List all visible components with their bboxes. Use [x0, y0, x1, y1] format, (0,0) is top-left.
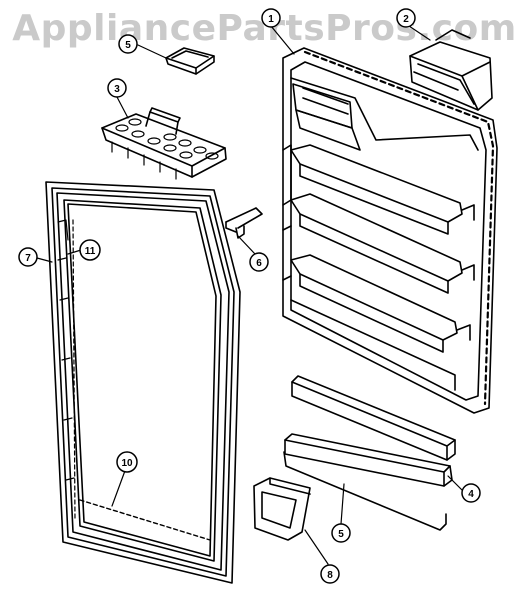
callout-7: 7	[18, 247, 38, 267]
callout-2-label: 2	[403, 14, 409, 25]
callout-4-label: 4	[468, 489, 474, 500]
callout-11: 11	[79, 239, 101, 261]
callout-3-label: 3	[114, 84, 120, 95]
callout-5-bottom-label: 5	[338, 529, 344, 540]
callout-5-top: 5	[118, 34, 138, 54]
door-liner	[282, 47, 498, 414]
egg-tray	[101, 107, 227, 180]
callout-10-label: 10	[121, 458, 133, 469]
door-gasket	[45, 181, 241, 584]
callout-5-top-label: 5	[125, 40, 131, 51]
door-rail-middle	[284, 433, 453, 487]
callout-6: 6	[249, 252, 269, 272]
callout-3: 3	[107, 78, 127, 98]
callout-8: 8	[320, 564, 340, 584]
callout-4: 4	[461, 483, 481, 503]
callout-7-label: 7	[25, 253, 31, 264]
callout-6-label: 6	[256, 258, 262, 269]
shelf-bracket	[225, 207, 263, 239]
callout-10: 10	[116, 451, 138, 473]
callout-11-label: 11	[85, 246, 96, 257]
callout-1-label: 1	[268, 14, 274, 25]
leader-lines	[36, 23, 463, 565]
dairy-door	[409, 29, 493, 111]
door-rail-upper	[291, 375, 456, 461]
callout-8-label: 8	[327, 570, 333, 581]
handle-trim	[253, 477, 311, 541]
egg-bin-cover	[165, 47, 215, 75]
callout-5-bottom: 5	[331, 523, 351, 543]
callout-1: 1	[261, 8, 281, 28]
door-rail-lower	[283, 451, 447, 531]
callout-2: 2	[396, 8, 416, 28]
callout-group: 1 2 3 4 5 5 6 7	[18, 8, 481, 584]
